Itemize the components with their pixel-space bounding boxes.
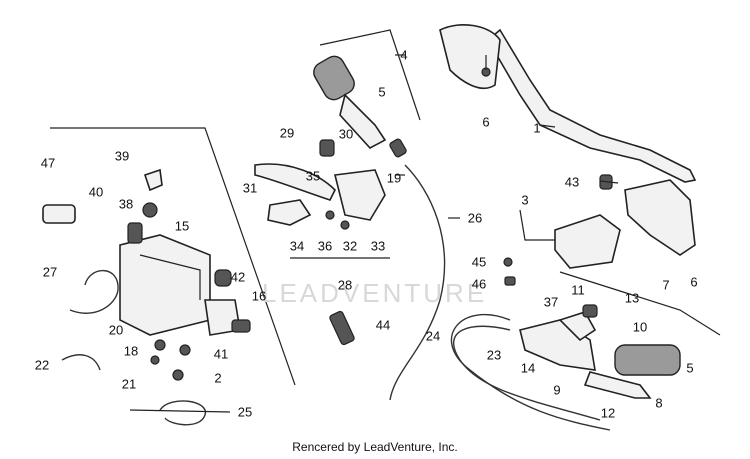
hand-guard-upper [439, 24, 501, 90]
callout-9: 9 [553, 382, 561, 398]
brake-lever [583, 371, 652, 399]
callout-43: 43 [564, 174, 580, 190]
spring [329, 310, 355, 346]
callout-47: 47 [40, 155, 56, 171]
harness [69, 269, 119, 314]
callout-21: 21 [121, 376, 137, 392]
callout-7: 7 [662, 277, 670, 293]
callout-20: 20 [108, 322, 124, 338]
callout-44: 44 [375, 317, 391, 333]
callout-39: 39 [114, 148, 130, 164]
callout-38: 38 [118, 196, 134, 212]
callout-37: 37 [543, 294, 559, 310]
callout-24: 24 [425, 328, 441, 344]
callout-46: 46 [471, 276, 487, 292]
callout-42: 42 [230, 269, 246, 285]
callout-1: 1 [533, 120, 541, 136]
callout-28: 28 [337, 277, 353, 293]
callout-6a: 6 [482, 114, 490, 130]
callout-31: 31 [242, 180, 258, 196]
callout-25: 25 [237, 404, 253, 420]
clutch-lever [254, 163, 336, 201]
callout-2: 2 [214, 370, 222, 386]
hand-guard-lower [624, 179, 696, 256]
callout-35: 35 [305, 168, 321, 184]
callout-41: 41 [213, 346, 229, 362]
callout-29: 29 [279, 125, 295, 141]
callout-8: 8 [655, 395, 663, 411]
mirror [554, 214, 621, 269]
callout-36: 36 [317, 238, 333, 254]
callout-26: 26 [467, 210, 483, 226]
callout-13: 13 [624, 290, 640, 306]
callout-32: 32 [342, 238, 358, 254]
callout-19: 19 [386, 170, 402, 186]
key [143, 168, 163, 192]
lock-cylinder [42, 204, 76, 224]
instrument-housing [119, 234, 211, 336]
callout-4: 4 [400, 47, 408, 63]
callout-15: 15 [174, 218, 190, 234]
watermark: LEADVENTURE [262, 278, 488, 308]
callout-22: 22 [34, 357, 50, 373]
handlebar [486, 28, 697, 183]
callout-14: 14 [520, 360, 536, 376]
callout-3: 3 [521, 192, 529, 208]
callout-16: 16 [251, 288, 267, 304]
callout-34: 34 [289, 238, 305, 254]
callout-5b: 5 [686, 360, 694, 376]
callout-45: 45 [471, 254, 487, 270]
throttle-cable [389, 164, 446, 401]
callout-5a: 5 [378, 84, 386, 100]
cable-25 [159, 400, 206, 426]
left-grip [313, 55, 355, 101]
callout-6b: 6 [690, 274, 698, 290]
right-grip [614, 344, 681, 376]
footer-credit: Rencered by LeadVenture, Inc. [292, 440, 458, 454]
callout-23: 23 [486, 347, 502, 363]
callout-10: 10 [632, 319, 648, 335]
callout-40: 40 [88, 184, 104, 200]
callout-12: 12 [600, 405, 616, 421]
callout-11: 11 [571, 282, 585, 298]
callout-30: 30 [338, 126, 354, 142]
callout-33: 33 [370, 238, 386, 254]
callout-18: 18 [123, 343, 139, 359]
callout-27: 27 [42, 264, 58, 280]
